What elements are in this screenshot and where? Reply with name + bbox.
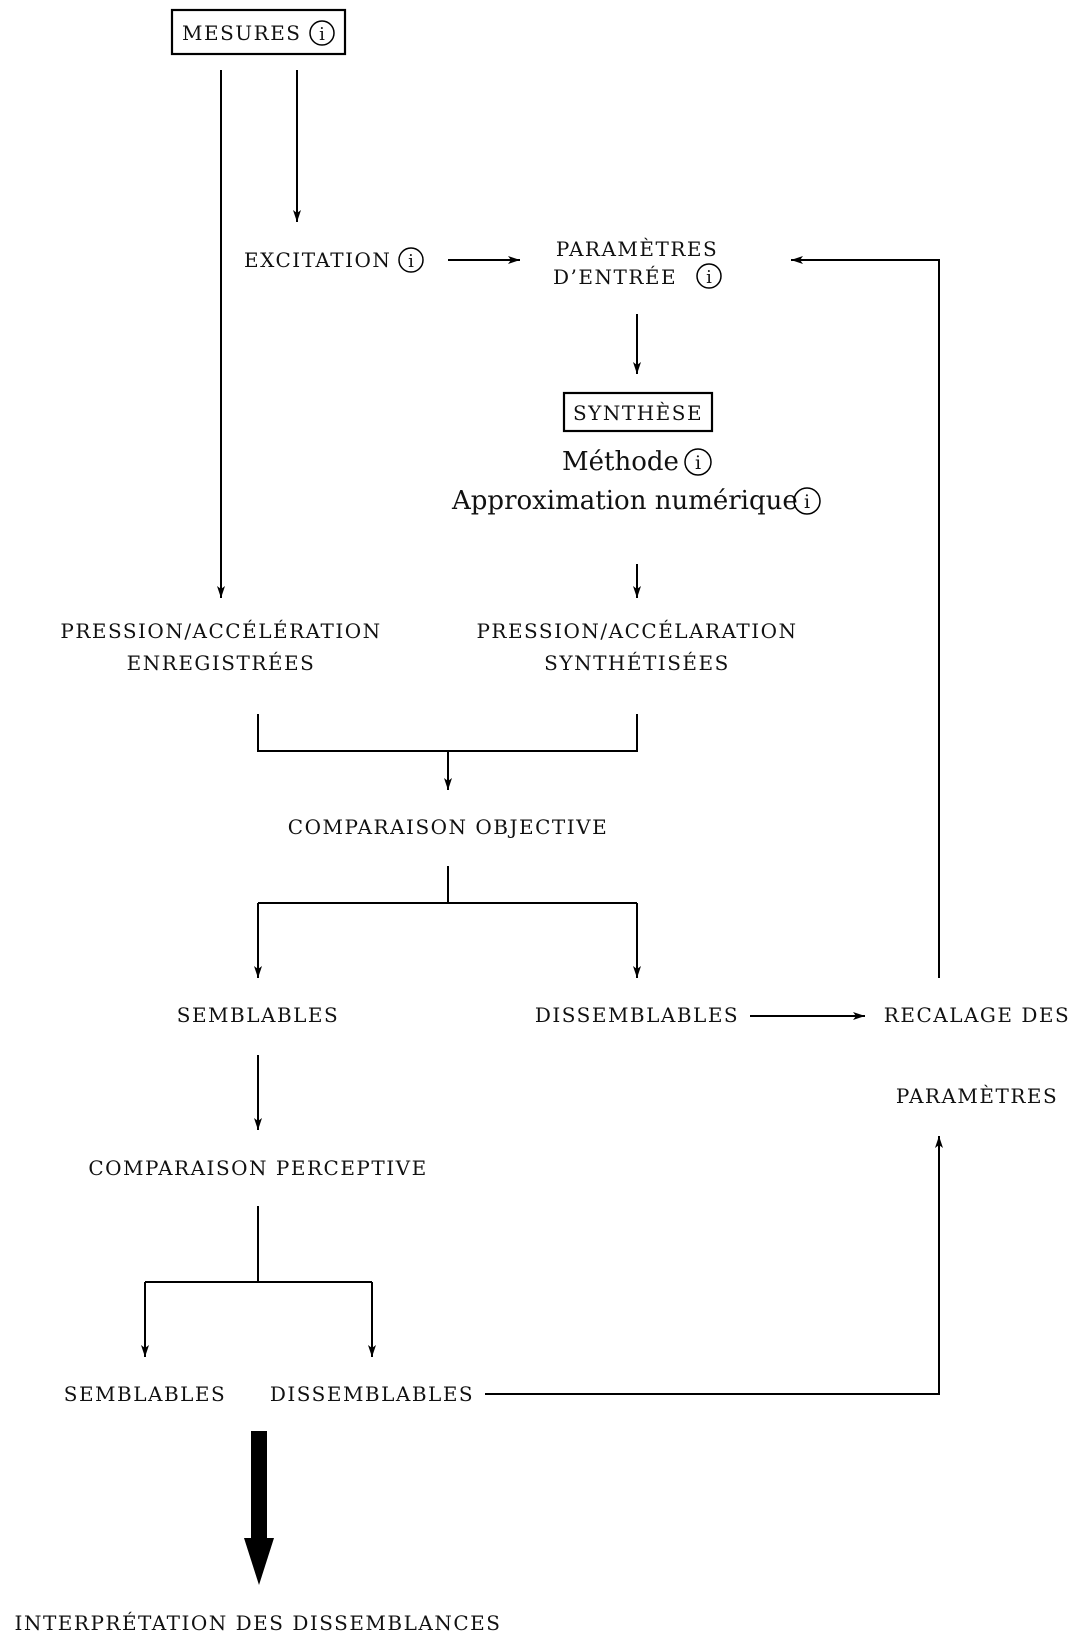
excitation-label: EXCITATION [244, 248, 391, 272]
methode-info-icon: i [684, 448, 712, 476]
recalage-line1: RECALAGE DES [884, 1003, 1070, 1027]
recalage-line2: PARAMÈTRES [896, 1084, 1058, 1108]
thick-arrow-to-interpretation [244, 1431, 274, 1585]
dissemblables-perceptive-label: DISSEMBLABLES [270, 1382, 474, 1406]
svg-text:i: i [804, 491, 810, 513]
parametres-info-icon: i [696, 263, 722, 289]
approximation-label: Approximation numérique [451, 486, 798, 516]
svg-text:i: i [706, 267, 712, 288]
svg-text:i: i [695, 452, 701, 474]
comparaison-perceptive-label: COMPARAISON PERCEPTIVE [88, 1156, 427, 1180]
comparaison-objective-label: COMPARAISON OBJECTIVE [288, 815, 608, 839]
mesures-info-icon: i [309, 20, 335, 46]
pression-synthetisees-node: PRESSION/ACCÉLARATION SYNTHÉTISÉES [476, 619, 797, 675]
pression-enregistrees-line1: PRESSION/ACCÉLÉRATION [60, 619, 381, 643]
pression-enregistrees-node: PRESSION/ACCÉLÉRATION ENREGISTRÉES [60, 619, 381, 675]
merge-bracket-pressions [257, 714, 638, 752]
parametres-entree-line2: D’ENTRÉE [553, 265, 677, 289]
semblables-objective-label: SEMBLABLES [177, 1003, 339, 1027]
interpretation-label: INTERPRÉTATION DES DISSEMBLANCES [15, 1611, 502, 1635]
recalage-node: RECALAGE DES PARAMÈTRES [884, 1003, 1070, 1108]
pression-synthetisees-line2: SYNTHÉTISÉES [544, 651, 730, 675]
mesures-box [170, 8, 347, 56]
synthese-box [562, 391, 714, 433]
approximation-line: Approximation numérique i [451, 486, 821, 516]
svg-text:i: i [408, 251, 414, 272]
mesures-node: MESURES i [170, 8, 347, 56]
arrow-dissemblables-perceptive-to-recalage [485, 1136, 943, 1395]
mesures-label: MESURES [182, 21, 302, 45]
parametres-entree-line1: PARAMÈTRES [556, 237, 718, 261]
approximation-info-icon: i [793, 487, 821, 515]
pression-synthetisees-line1: PRESSION/ACCÉLARATION [476, 619, 797, 643]
methode-label: Méthode [562, 447, 679, 477]
semblables-perceptive-label: SEMBLABLES [64, 1382, 226, 1406]
methode-line: Méthode i [562, 447, 712, 477]
synthese-node: SYNTHÈSE [562, 391, 714, 433]
excitation-node: EXCITATION i [244, 247, 424, 273]
arrow-recalage-to-parametres [791, 256, 940, 978]
excitation-info-icon: i [398, 247, 424, 273]
svg-text:i: i [319, 24, 325, 45]
parametres-entree-node: PARAMÈTRES D’ENTRÉE i [553, 237, 722, 289]
synthese-label: SYNTHÈSE [573, 401, 703, 425]
pression-enregistrees-line2: ENREGISTRÉES [127, 651, 316, 675]
dissemblables-objective-label: DISSEMBLABLES [535, 1003, 739, 1027]
